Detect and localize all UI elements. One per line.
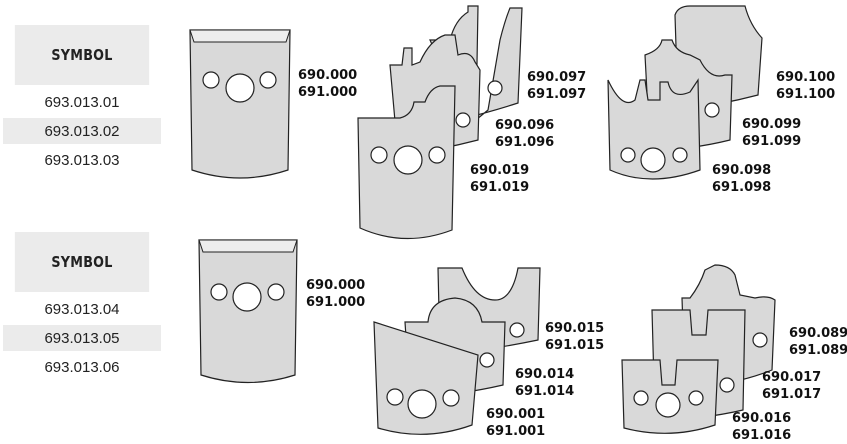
symbol-table-2: SYMBOL 693.013.04 693.013.05 693.013.06 xyxy=(3,232,161,380)
table-row: 693.013.04 xyxy=(44,300,120,318)
table-row: 693.013.03 xyxy=(44,151,120,169)
table-header: SYMBOL xyxy=(14,25,150,85)
table-row: 693.013.06 xyxy=(44,358,120,376)
table-row: 693.013.01 xyxy=(44,93,120,111)
knife-blank-690-000-b xyxy=(198,239,298,384)
table-row: 693.013.02 xyxy=(3,118,161,144)
knife-blank-690-000 xyxy=(189,29,291,179)
knife-profile-690-098 xyxy=(607,78,701,180)
knife-profile-690-016 xyxy=(621,359,719,434)
knife-profile-690-019 xyxy=(357,85,456,240)
table-row: 693.013.05 xyxy=(3,325,161,351)
knife-profile-690-001 xyxy=(373,321,479,435)
table-header: SYMBOL xyxy=(14,232,150,292)
symbol-table-1: SYMBOL 693.013.01 693.013.02 693.013.03 xyxy=(3,25,161,173)
